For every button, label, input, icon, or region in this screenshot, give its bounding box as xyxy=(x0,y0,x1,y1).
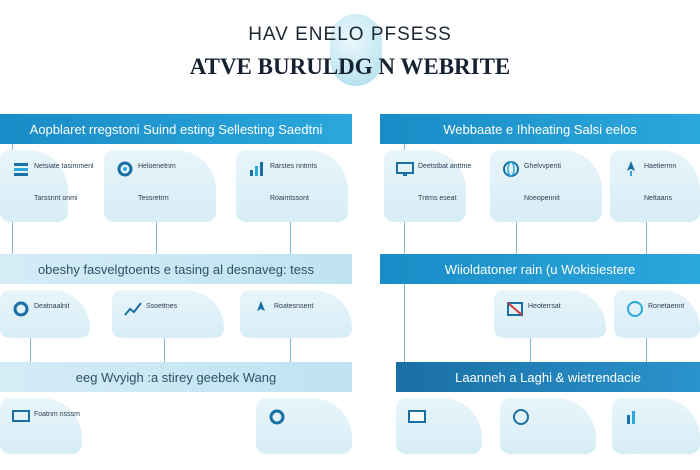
connector-line xyxy=(516,200,517,254)
card-label: Ssoettnes xyxy=(146,303,178,310)
section-label: obeshy fasvelgtoents e tasing al desnave… xyxy=(37,261,315,277)
globe-icon xyxy=(624,298,646,320)
connector-line xyxy=(290,320,291,362)
card-label: Ronetaennt xyxy=(648,303,685,310)
card-label: Deatnaalnit xyxy=(34,303,70,310)
process-card: Foatnm nsssm xyxy=(0,398,82,454)
connector-line xyxy=(530,320,531,362)
process-card xyxy=(396,398,482,454)
section-band-right-3: Laanneh a Laghi & wietrendacie xyxy=(396,362,700,392)
connector-line xyxy=(646,320,647,362)
title-droplet-graphic xyxy=(330,14,382,86)
rocket-icon xyxy=(620,158,642,180)
connector-line xyxy=(30,320,31,362)
connector-line xyxy=(646,200,647,254)
card-label: Rarstes nntmts xyxy=(270,163,318,170)
monitor-icon xyxy=(406,406,428,428)
card-label: Heoterrsat xyxy=(528,303,561,310)
connector-line xyxy=(290,200,291,254)
card-label: Netsiate tasimmenl xyxy=(34,163,94,170)
monitor-icon xyxy=(394,158,416,180)
title-line-2: ATVE BURULDG N WEBRITE xyxy=(189,54,511,79)
stack-icon xyxy=(504,298,526,320)
rocket-icon xyxy=(250,298,272,320)
card-sublabel: Nettaans xyxy=(644,195,673,202)
card-label: Foatnm nsssm xyxy=(34,411,80,418)
process-card: Haetiermn Nettaans xyxy=(610,150,700,222)
connector-line xyxy=(164,320,165,362)
process-card: Rarstes nntmts Roaimtssont xyxy=(236,150,348,222)
card-sublabel: Tntms eseat xyxy=(418,195,457,202)
globe-icon xyxy=(510,406,532,428)
card-label: Heloenetnm xyxy=(138,163,176,170)
process-card xyxy=(500,398,596,454)
section-label: Wiioldatoner rain (u Wokisiestere xyxy=(444,261,636,277)
section-band-left-1: Aopblaret rregstoni Suind esting Sellest… xyxy=(0,114,352,144)
section-label: Webbaate e Ihheating Salsi eelos xyxy=(443,121,637,137)
card-label: Deetstbat anttme xyxy=(418,163,472,170)
process-card: Ghelvvpenti Noeopennit xyxy=(490,150,602,222)
section-band-left-3: eeg Wvyigh :a stirey geebek Wang xyxy=(0,362,352,392)
section-label: eeg Wvyigh :a stirey geebek Wang xyxy=(75,369,277,385)
section-band-right-1: Webbaate e Ihheating Salsi eelos xyxy=(380,114,700,144)
process-card: Heloenetnm Tessretrm xyxy=(104,150,216,222)
process-card xyxy=(256,398,352,454)
gear-icon xyxy=(114,158,136,180)
connector-line xyxy=(404,284,405,362)
card-sublabel: Tarssnnt onmi xyxy=(34,195,78,202)
chart-icon xyxy=(246,158,268,180)
card-sublabel: Noeopennit xyxy=(524,195,560,202)
card-label: Ghelvvpenti xyxy=(524,163,561,170)
chart-icon xyxy=(122,298,144,320)
connector-line xyxy=(156,200,157,254)
process-card: Deatnaalnit xyxy=(0,290,90,338)
process-card: Ssoettnes xyxy=(112,290,224,338)
section-label: Aopblaret rregstoni Suind esting Sellest… xyxy=(29,121,323,137)
card-sublabel: Roaimtssont xyxy=(270,195,309,202)
title-line-1: HAV ENELO PFSESS xyxy=(248,24,452,45)
process-card xyxy=(612,398,700,454)
card-label: Haetiermn xyxy=(644,163,677,170)
card-label: Roatesnsent xyxy=(274,303,314,310)
gear-icon xyxy=(266,406,288,428)
process-card: Ronetaennt xyxy=(614,290,700,338)
chart-icon xyxy=(622,406,644,428)
gear-icon xyxy=(10,298,32,320)
section-label: Laanneh a Laghi & wietrendacie xyxy=(455,369,641,385)
globe-icon xyxy=(500,158,522,180)
section-band-left-2: obeshy fasvelgtoents e tasing al desnave… xyxy=(0,254,352,284)
card-sublabel: Tessretrm xyxy=(138,195,169,202)
process-card: Deetstbat anttme Tntms eseat xyxy=(384,150,471,222)
process-card: Netsiate tasimmenl Tarssnnt onmi xyxy=(0,150,94,222)
monitor-icon xyxy=(10,406,32,428)
process-card: Heoterrsat xyxy=(494,290,606,338)
header: HAV ENELO PFSESS ATVE BURULDG N WEBRITE xyxy=(0,0,700,100)
section-band-right-2: Wiioldatoner rain (u Wokisiestere xyxy=(380,254,700,284)
stack-icon xyxy=(10,158,32,180)
process-card: Roatesnsent xyxy=(240,290,352,338)
